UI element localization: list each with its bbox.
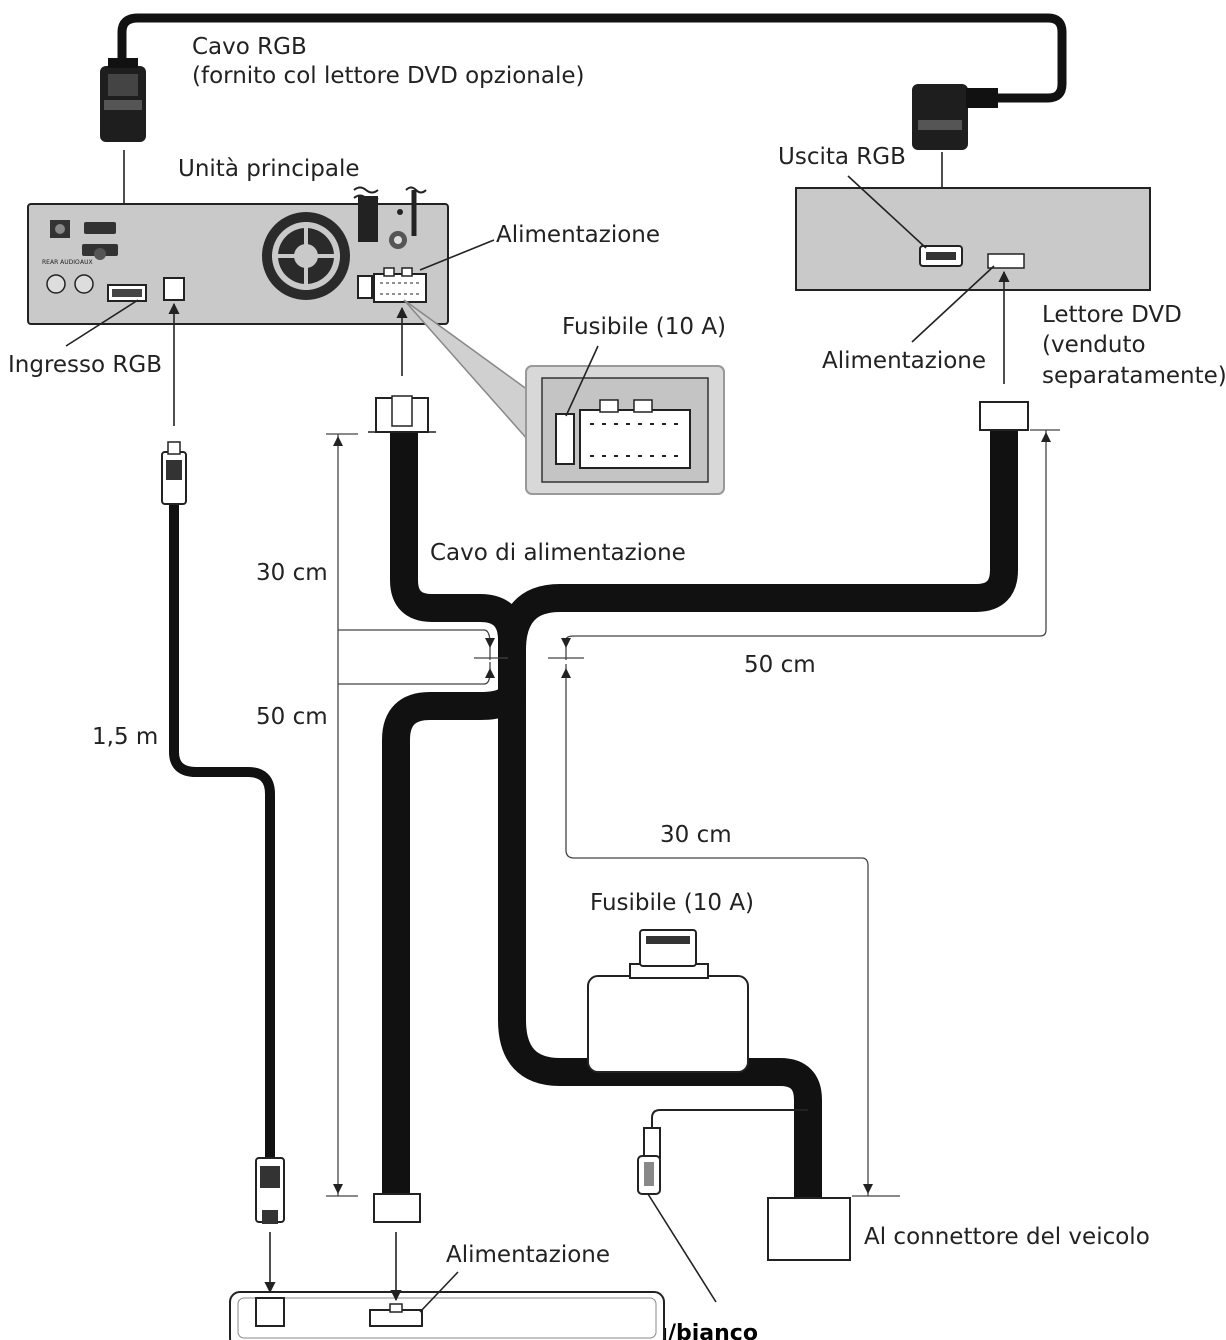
power-label-bottom: Alimentazione xyxy=(446,1242,610,1268)
length-50cm-right: 50 cm xyxy=(744,652,816,678)
dvd-player xyxy=(795,187,1151,291)
power-cable-harness xyxy=(382,430,1018,1198)
rgb-output-label: Uscita RGB xyxy=(778,144,906,170)
length-30cm-mid: 30 cm xyxy=(660,822,732,848)
dvd-power-connector xyxy=(979,401,1029,431)
power-label-top: Alimentazione xyxy=(496,222,660,248)
rgb-extension-plug-bottom xyxy=(255,1157,285,1224)
power-connector-bottom xyxy=(373,1193,421,1223)
rgb-cable-label: Cavo RGB xyxy=(192,34,307,60)
fuse-label-bottom: Fusibile (10 A) xyxy=(590,890,754,916)
length-30cm-left: 30 cm xyxy=(256,560,328,586)
vehicle-connector xyxy=(767,1197,851,1261)
rgb-cable xyxy=(117,13,1067,103)
rgb-extension-cable xyxy=(169,500,275,1160)
fuse-box-bottom xyxy=(587,929,749,1073)
power-connector-top xyxy=(368,395,436,433)
power-label-dvd: Alimentazione xyxy=(822,348,986,374)
dvd-player-note-1: (venduto xyxy=(1042,332,1146,358)
power-cable-label: Cavo di alimentazione xyxy=(430,540,686,566)
rear-audio-marking: REAR AUDIO xyxy=(42,259,80,266)
rgb-cable-plug-left xyxy=(100,58,146,142)
main-unit-label: Unità principale xyxy=(178,156,360,182)
blue-white-plug xyxy=(637,1127,661,1195)
dvd-player-label: Lettore DVD xyxy=(1042,302,1182,328)
aux-marking: AUX xyxy=(80,259,93,266)
blue-white-wire xyxy=(651,1109,808,1132)
fuse-inset xyxy=(525,365,725,495)
length-50cm-left: 50 cm xyxy=(256,704,328,730)
rgb-cable-plug-right xyxy=(912,84,998,150)
rgb-input-label: Ingresso RGB xyxy=(8,352,162,378)
fuse-label-top: Fusibile (10 A) xyxy=(562,314,726,340)
dvd-player-note-2: separatamente) xyxy=(1042,363,1226,389)
rgb-cable-note: (fornito col lettore DVD opzionale) xyxy=(192,63,585,89)
length-1-5m: 1,5 m xyxy=(92,724,158,750)
rgb-extension-plug-top xyxy=(161,441,187,505)
vehicle-connector-label: Al connettore del veicolo xyxy=(864,1224,1150,1250)
main-unit: REAR AUDIO AUX xyxy=(27,186,449,325)
bottom-unit xyxy=(229,1291,665,1340)
